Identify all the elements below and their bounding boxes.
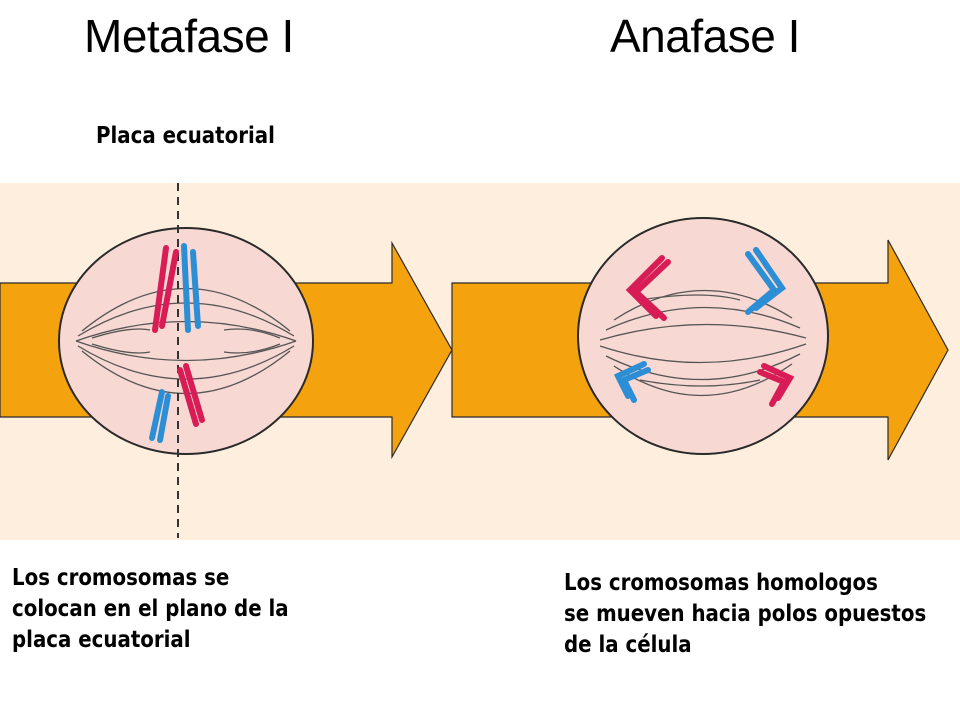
chromosome-blue-1 <box>181 243 191 333</box>
title-metaphase: Metafase I <box>84 10 294 62</box>
chromosome-red-1 <box>152 245 169 333</box>
caption-anaphase: Los cromosomas homologos se mueven hacia… <box>564 568 926 661</box>
caption-anaphase-line-1: Los cromosomas homologos <box>564 570 878 596</box>
chromosomes-metaphase <box>149 243 205 443</box>
caption-anaphase-line-3: de la célula <box>564 632 692 658</box>
caption-metaphase-line-1: Los cromosomas se <box>12 565 230 591</box>
chromosome-blue-pole-2 <box>753 247 787 311</box>
title-anaphase: Anafase I <box>610 10 800 62</box>
chromosome-blue-pole-3 <box>619 367 651 403</box>
chromosome-red-3 <box>177 367 199 427</box>
caption-anaphase-line-2: se mueven hacia polos opuestos <box>564 601 927 627</box>
equatorial-plate-label: Placa ecuatorial <box>96 123 275 149</box>
cell-metaphase <box>58 227 314 455</box>
chromosome-blue-pole-4 <box>613 361 647 399</box>
chromosome-red-4 <box>183 363 205 423</box>
chromosome-red-2 <box>159 249 179 329</box>
chromosome-blue-2 <box>190 249 201 329</box>
caption-metaphase-line-3: placa ecuatorial <box>12 627 191 653</box>
caption-metaphase: Los cromosomas se colocan en el plano de… <box>12 563 289 656</box>
chromosome-blue-4 <box>157 393 171 443</box>
caption-metaphase-line-2: colocan en el plano de la <box>12 596 289 622</box>
chromosome-red-pole-4 <box>761 363 795 401</box>
chromosome-blue-3 <box>149 389 165 441</box>
chromosome-red-pole-2 <box>625 255 665 319</box>
chromosomes-anaphase <box>613 247 795 407</box>
